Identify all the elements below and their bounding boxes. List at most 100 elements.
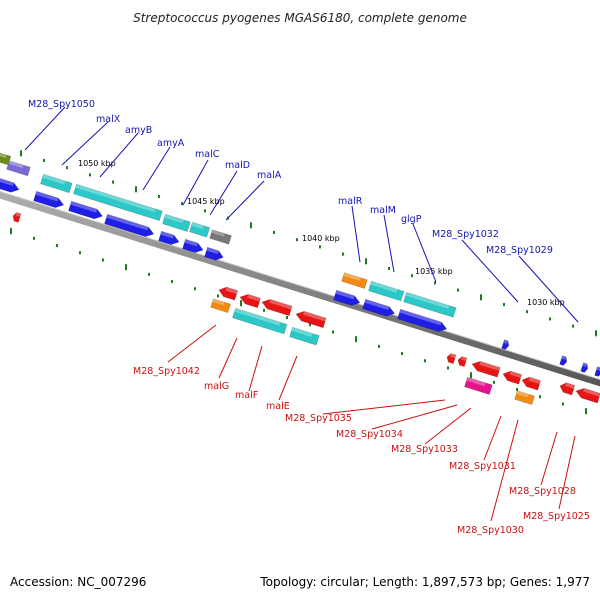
gene-male [289, 326, 320, 346]
gene-blue-4 [104, 213, 155, 237]
gene-label-m28-spy1042: M28_Spy1042 [133, 366, 200, 377]
lower-tick [562, 402, 564, 406]
upper-tick [204, 209, 206, 213]
label-leaders-upper [24, 106, 579, 323]
gene-label-m28-spy1028: M28_Spy1028 [509, 486, 576, 497]
upper-tick [457, 288, 459, 292]
gene-label-malf: malF [235, 390, 258, 401]
gene-label-mala: malA [257, 170, 282, 181]
gene-label-m28-spy1030: M28_Spy1030 [457, 525, 524, 536]
accession-text: Accession: NC_007296 [10, 575, 146, 589]
gene-label-amyb: amyB [125, 125, 152, 136]
gene-mald [189, 221, 211, 238]
gene-amyb-amya [73, 183, 163, 222]
lower-tick [10, 228, 12, 235]
gene-label-malc: malC [195, 149, 220, 160]
gene-label-malg: malG [204, 381, 229, 392]
gene-red-5 [295, 311, 327, 329]
lower-tick [493, 380, 495, 384]
gene-label-m28-spy1034: M28_Spy1034 [336, 429, 403, 440]
upper-tick [43, 158, 45, 162]
gene-features [0, 152, 600, 406]
lower-tick [332, 330, 334, 334]
gene-blue-9 [362, 298, 396, 317]
upper-tick [66, 166, 68, 170]
lower-tick [240, 300, 242, 307]
gene-blue-8 [333, 289, 361, 306]
upper-tick [273, 230, 275, 234]
gene-label-m28-spy1031: M28_Spy1031 [449, 461, 516, 472]
gene-orange-lower-1 [210, 298, 231, 314]
gene-label-amya: amyA [157, 138, 185, 149]
gene-blue-5 [158, 230, 180, 245]
upper-tick [89, 173, 91, 177]
upper-tick [342, 252, 344, 256]
gene-red-6 [446, 353, 457, 365]
kbp-label-1040: 1040 kbp [302, 234, 340, 243]
tick-marks [10, 150, 597, 415]
upper-tick [181, 202, 183, 206]
upper-tick [411, 274, 413, 278]
gene-label-m28-spy1032: M28_Spy1032 [432, 229, 499, 240]
upper-labels: M28_Spy1050 malX amyB amyA malC malD mal… [28, 99, 553, 256]
gene-label-m28-spy1029: M28_Spy1029 [486, 245, 553, 256]
upper-tick [549, 317, 551, 321]
gene-malr [341, 272, 368, 289]
lower-tick [79, 251, 81, 255]
lower-tick [102, 258, 104, 262]
gene-blue-2 [33, 190, 65, 208]
gene-red-8 [471, 361, 501, 378]
lower-tick [470, 372, 472, 379]
gene-red-7 [457, 356, 468, 368]
upper-tick [434, 281, 436, 285]
lower-tick [56, 244, 58, 248]
gene-label-m28-spy1033: M28_Spy1033 [391, 444, 458, 455]
upper-tick [158, 194, 160, 198]
lower-tick [585, 408, 587, 415]
label-leaders-lower [167, 324, 576, 522]
lower-tick [401, 352, 403, 356]
gene-red-10 [521, 376, 542, 391]
gene-blue-1 [0, 177, 20, 193]
gene-red-4 [261, 299, 293, 317]
gene-m28-spy1050 [6, 160, 31, 177]
gene-blue-7 [204, 246, 224, 261]
upper-tick [572, 324, 574, 328]
upper-tick [112, 180, 114, 184]
gene-label-malr: malR [338, 196, 363, 207]
lower-tick [171, 280, 173, 284]
lower-labels: M28_Spy1042 malG malF malE M28_Spy1035 M… [133, 366, 590, 536]
gene-blue-11 [501, 339, 510, 350]
gene-blue-13 [580, 362, 589, 373]
gene-label-male: malE [266, 401, 290, 412]
upper-tick [20, 150, 22, 157]
kbp-label-1045: 1045 kbp [187, 197, 225, 206]
gene-blue-14 [594, 366, 600, 377]
upper-tick [526, 310, 528, 314]
gene-label-m28-spy1025: M28_Spy1025 [523, 511, 590, 522]
upper-tick [388, 266, 390, 270]
gene-blue-10 [397, 308, 448, 332]
gene-blue-12 [559, 355, 568, 366]
upper-tick [135, 186, 137, 193]
lower-tick [194, 287, 196, 291]
upper-tick [503, 302, 505, 306]
gene-malf-malg [232, 307, 288, 335]
genome-summary-text: Topology: circular; Length: 1,897,573 bp… [259, 575, 590, 589]
kbp-label-1030: 1030 kbp [527, 298, 565, 307]
lower-tick [33, 236, 35, 240]
gene-m28-spy1033 [464, 376, 493, 395]
lower-tick [217, 294, 219, 298]
lower-tick [286, 316, 288, 320]
lower-tick [378, 344, 380, 348]
gene-malm [368, 280, 405, 302]
gene-red-2 [218, 286, 239, 301]
gene-red-3 [239, 294, 261, 309]
gene-malc [162, 213, 191, 232]
gene-label-malm: malM [370, 205, 396, 216]
gene-label-m28-spy1050: M28_Spy1050 [28, 99, 95, 110]
upper-tick [365, 258, 367, 265]
upper-tick [595, 330, 597, 337]
lower-tick [263, 308, 265, 312]
